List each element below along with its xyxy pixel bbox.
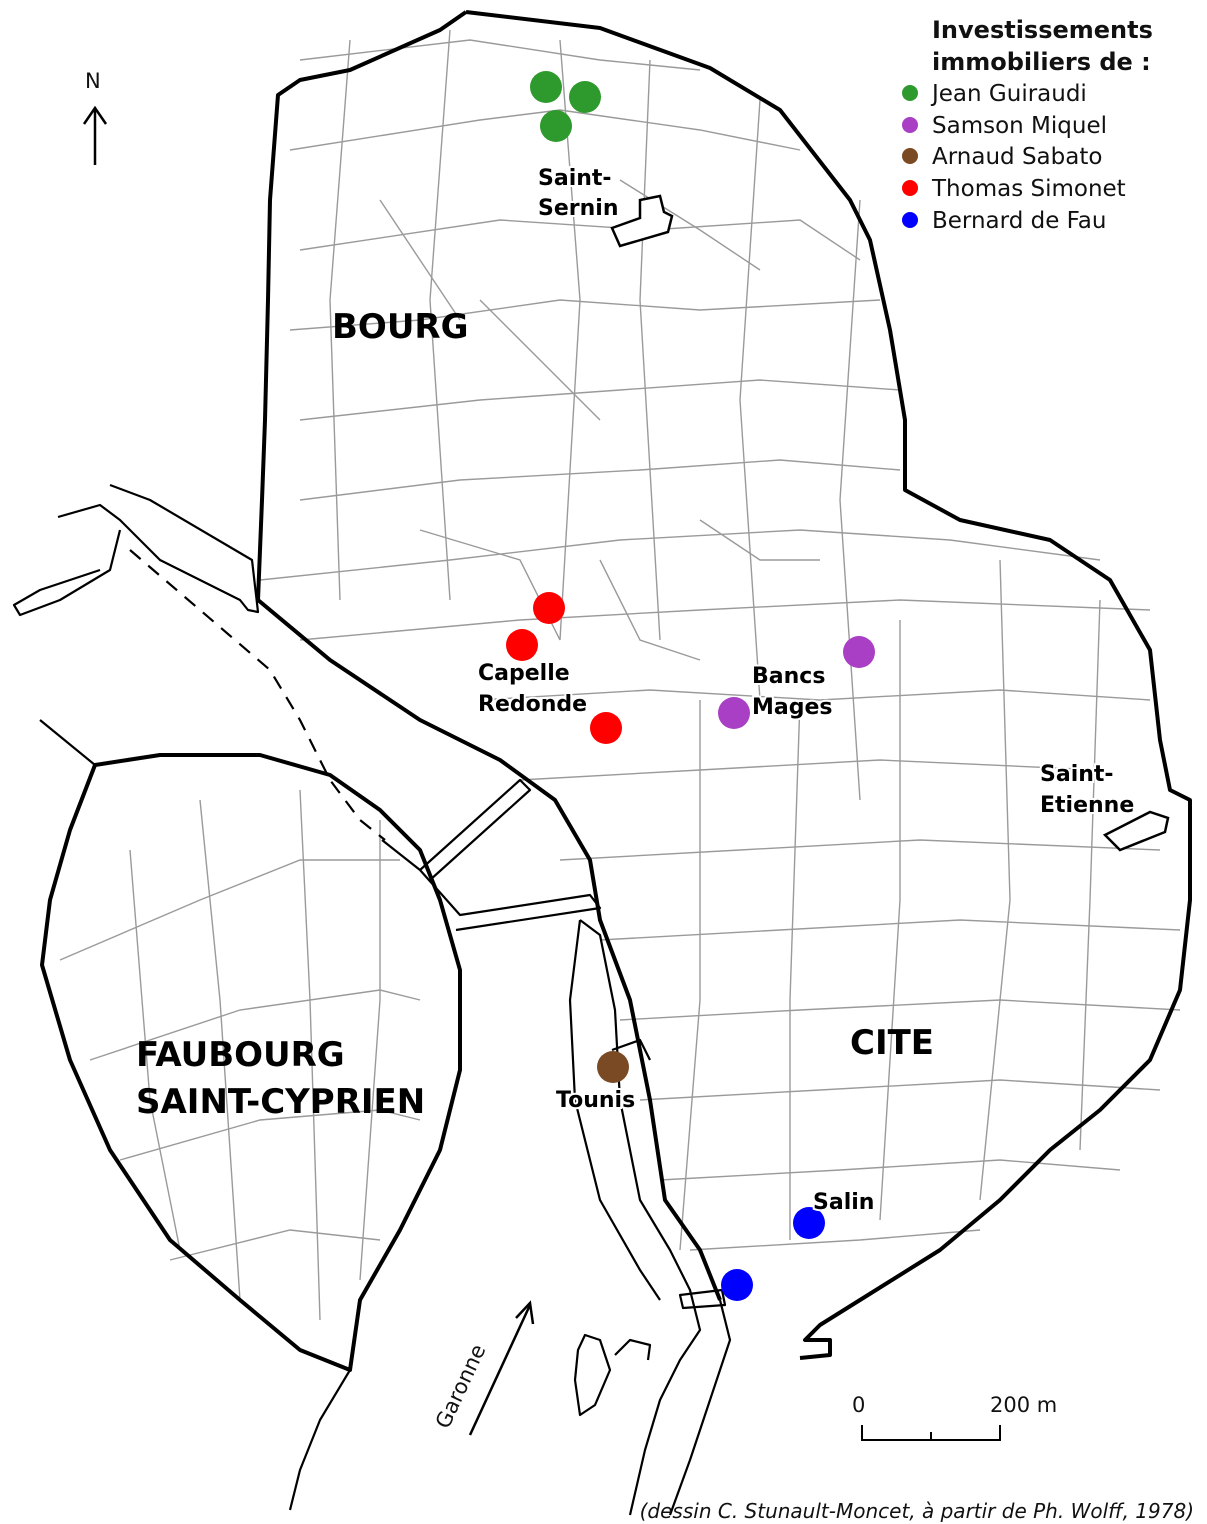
marker-sabato-1	[597, 1051, 629, 1083]
district-bourg: BOURG	[332, 307, 469, 347]
place-saint-sernin-1: Saint-	[538, 166, 612, 191]
river-arrow	[468, 1300, 535, 1436]
saint-etienne-cathedral	[1102, 810, 1170, 852]
place-salin: Salin	[813, 1190, 874, 1215]
marker-guiraudi-2	[569, 81, 601, 113]
legend-label-miquel: Samson Miquel	[932, 113, 1107, 139]
legend-marker-sabato	[902, 148, 918, 164]
legend: Investissements immobiliers de : Jean Gu…	[902, 16, 1153, 234]
legend-marker-guiraudi	[902, 85, 918, 101]
legend-marker-fau	[902, 212, 918, 228]
north-label: N	[85, 69, 101, 93]
place-capelle-1: Capelle	[478, 661, 570, 686]
district-cite: CITE	[850, 1023, 934, 1063]
place-tounis: Tounis	[556, 1088, 635, 1113]
district-faubourg-line1: FAUBOURG	[136, 1035, 345, 1075]
place-capelle-2: Redonde	[478, 692, 587, 717]
legend-item-fau: Bernard de Fau	[902, 208, 1106, 234]
legend-label-fau: Bernard de Fau	[932, 208, 1106, 234]
place-saint-etienne-1: Saint-	[1040, 762, 1114, 787]
river-label: Garonne	[431, 1341, 491, 1432]
legend-label-guiraudi: Jean Guiraudi	[930, 81, 1087, 107]
island-small	[573, 1333, 612, 1417]
marker-miquel-1	[843, 636, 875, 668]
scale-bar: 0 200 m	[852, 1393, 1057, 1441]
map-credit: (dessin C. Stunault-Moncet, à partir de …	[640, 1499, 1194, 1523]
faubourg-outline	[40, 753, 462, 1372]
place-saint-sernin-2: Sernin	[538, 196, 618, 221]
scale-distance: 200 m	[990, 1393, 1057, 1417]
river-island	[579, 919, 702, 1516]
city-walls	[12, 10, 1192, 1361]
legend-title-line1: Investissements	[932, 16, 1153, 44]
legend-item-sabato: Arnaud Sabato	[902, 144, 1102, 170]
place-bancs-1: Bancs	[752, 664, 825, 689]
river-bank-west	[39, 719, 351, 1511]
legend-label-simonet: Thomas Simonet	[931, 176, 1126, 202]
district-faubourg-line2: SAINT-CYPRIEN	[136, 1082, 425, 1122]
legend-item-guiraudi: Jean Guiraudi	[902, 81, 1087, 107]
legend-marker-miquel	[902, 117, 918, 133]
legend-item-miquel: Samson Miquel	[902, 113, 1107, 139]
investment-markers	[506, 71, 875, 1301]
scale-zero: 0	[852, 1393, 865, 1417]
saint-sernin-church	[610, 194, 674, 248]
marker-fau-1	[793, 1207, 825, 1239]
place-bancs-2: Mages	[752, 695, 833, 720]
north-arrow: N	[82, 69, 108, 165]
marker-guiraudi-1	[530, 71, 562, 103]
marker-simonet-1	[533, 592, 565, 624]
legend-label-sabato: Arnaud Sabato	[932, 144, 1102, 170]
dashed-channel	[129, 549, 386, 841]
marker-miquel-2	[718, 697, 750, 729]
place-saint-etienne-2: Etienne	[1040, 793, 1134, 818]
legend-title-line2: immobiliers de :	[932, 48, 1151, 76]
street-network	[59, 29, 1181, 1321]
river-island-west	[568, 919, 661, 1301]
legend-marker-simonet	[902, 180, 918, 196]
river-bank-east	[668, 1299, 732, 1516]
marker-simonet-3	[590, 712, 622, 744]
legend-item-simonet: Thomas Simonet	[902, 176, 1126, 202]
marker-simonet-2	[506, 629, 538, 661]
marker-guiraudi-3	[540, 110, 572, 142]
marker-fau-2	[721, 1269, 753, 1301]
